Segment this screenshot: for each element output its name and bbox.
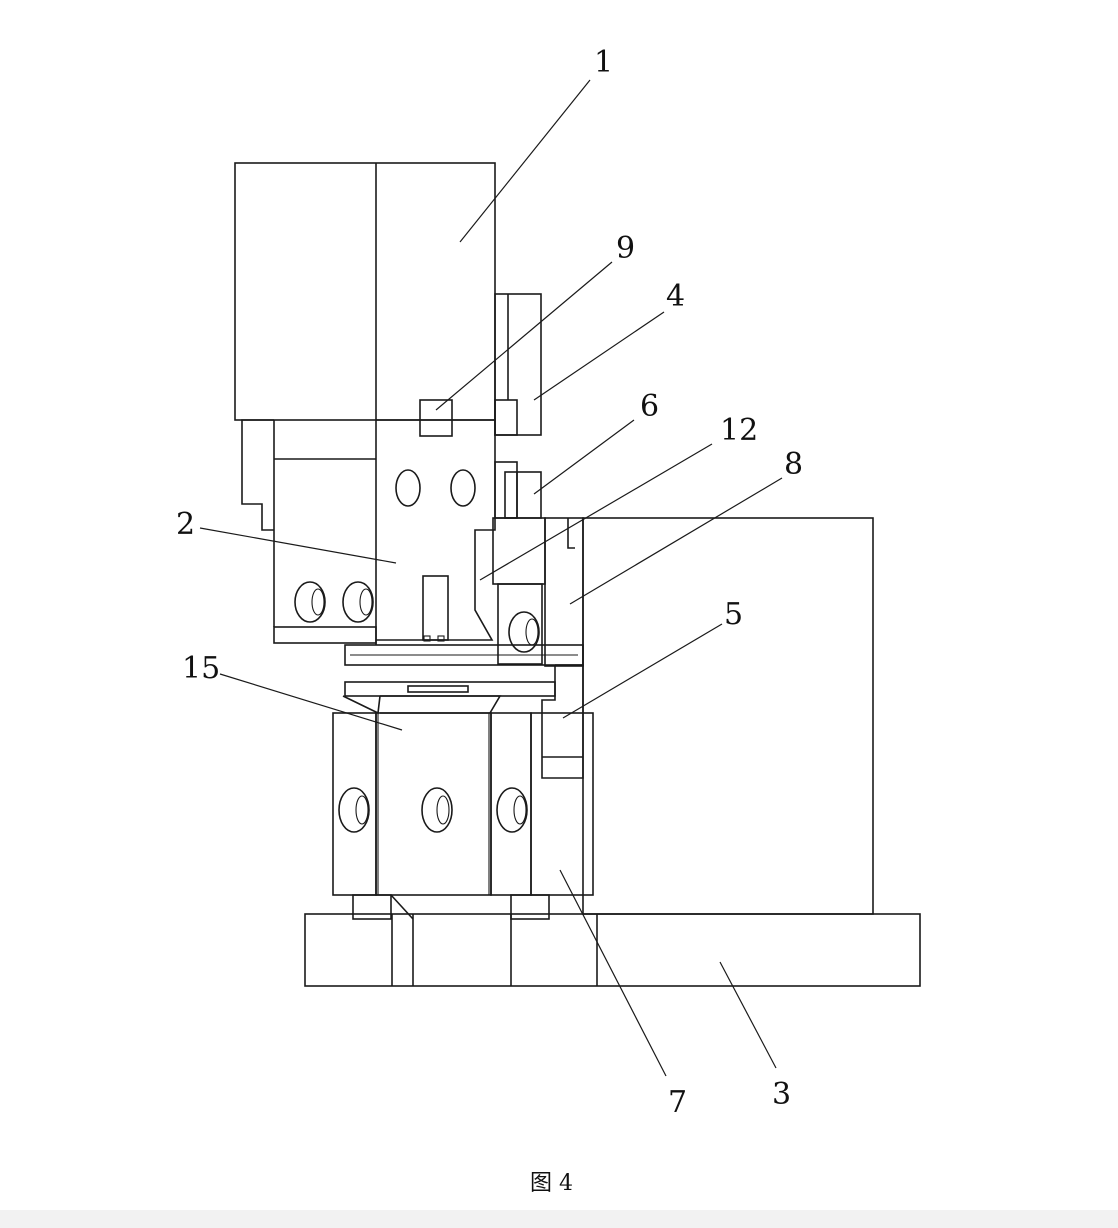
part-3-base xyxy=(304,913,921,987)
label-3: 3 xyxy=(772,1077,791,1112)
support-feet xyxy=(352,894,550,920)
part-6-connector xyxy=(494,461,542,519)
label-5: 5 xyxy=(724,597,743,632)
label-8: 8 xyxy=(784,447,803,482)
label-1: 1 xyxy=(594,45,613,80)
part-1-top-housing xyxy=(234,162,496,421)
bottom-strip xyxy=(0,1210,1118,1228)
part-12-gripper xyxy=(492,517,546,665)
figure-caption: 图 4 xyxy=(530,1171,573,1196)
part-15-lower-clamp xyxy=(332,695,594,896)
label-6: 6 xyxy=(640,389,659,424)
label-4: 4 xyxy=(666,279,685,314)
label-2: 2 xyxy=(176,507,195,542)
label-15: 15 xyxy=(182,651,220,686)
label-7: 7 xyxy=(668,1085,687,1120)
part-4-side-bracket xyxy=(494,293,542,436)
right-frame xyxy=(582,517,874,915)
leader-lines xyxy=(199,79,783,1077)
part-labels: 1 9 4 6 12 8 2 5 15 7 3 xyxy=(176,45,803,1120)
part-9-small-block xyxy=(419,399,453,437)
label-12: 12 xyxy=(720,413,758,448)
part-2-upper-body xyxy=(241,419,496,645)
label-9: 9 xyxy=(616,231,635,266)
part-8-guide-plate xyxy=(544,517,584,667)
middle-plates xyxy=(344,644,584,697)
